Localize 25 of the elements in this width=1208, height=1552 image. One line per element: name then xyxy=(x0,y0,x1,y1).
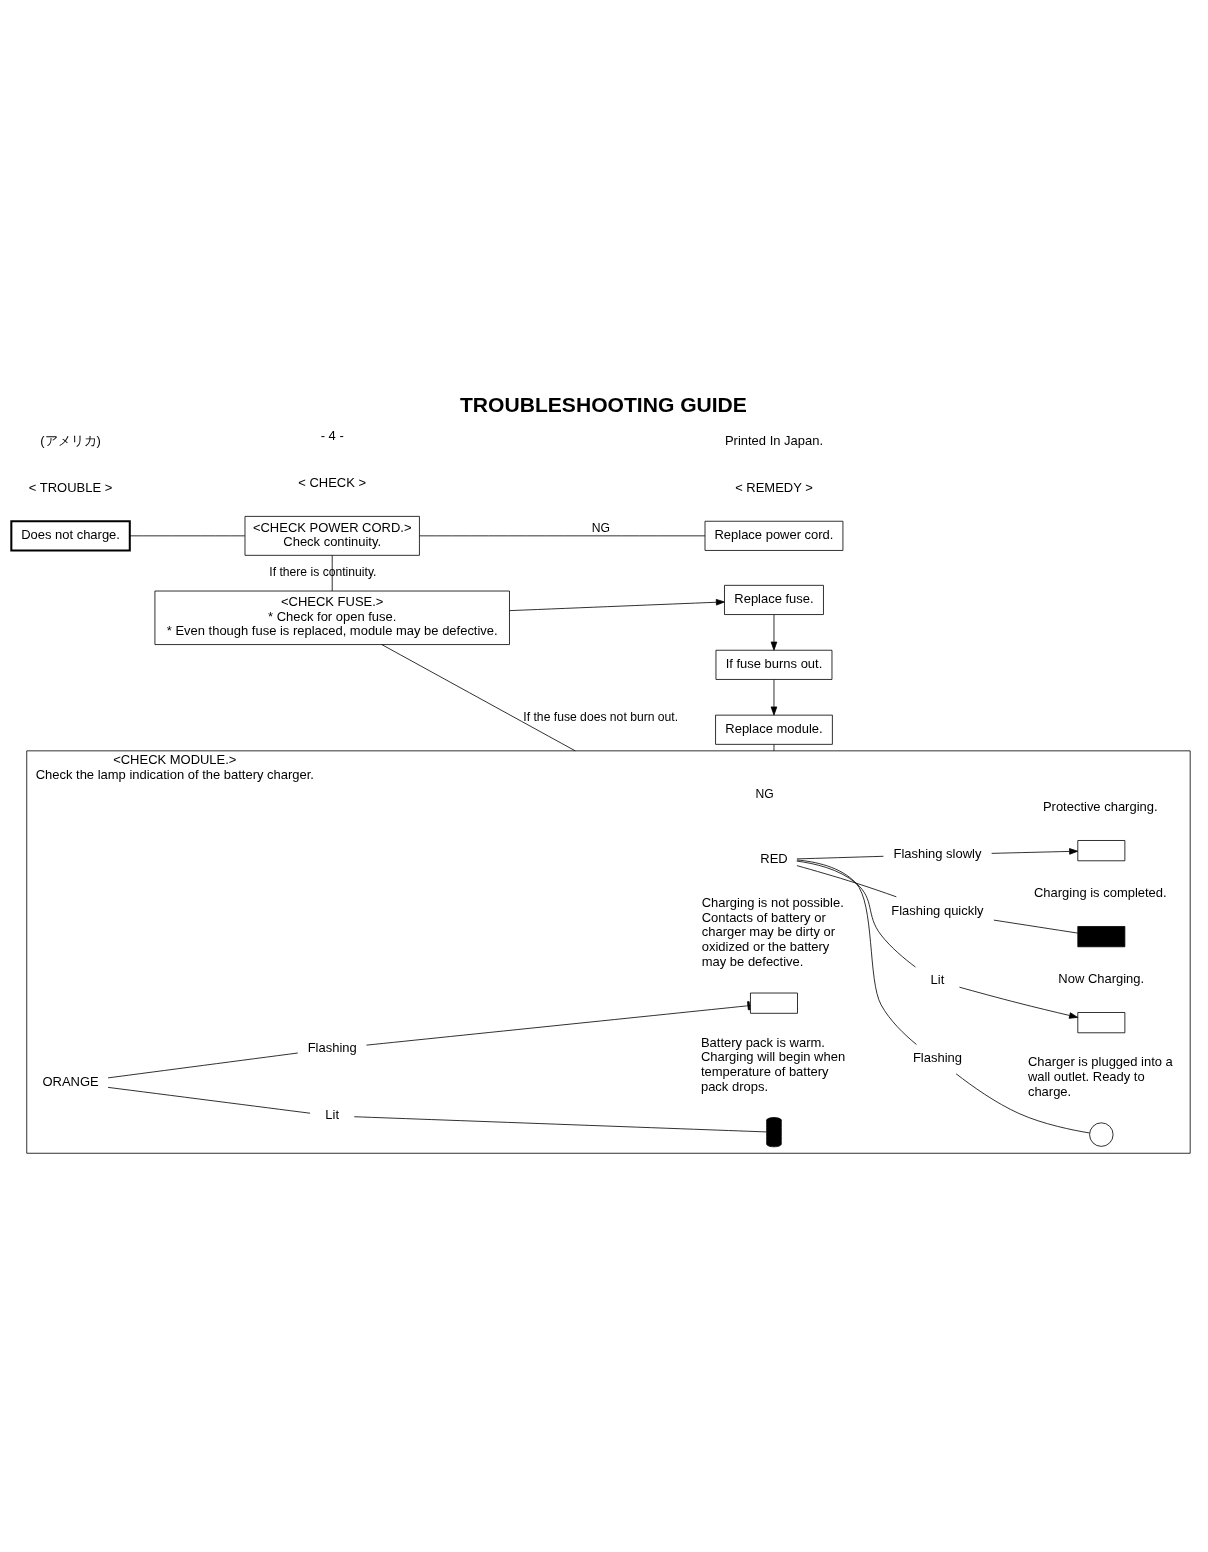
label: < TROUBLE > xyxy=(28,479,113,495)
node-text: Flashing xyxy=(307,1039,357,1055)
edge-label: NG xyxy=(591,520,610,535)
node-text: Flashing quickly xyxy=(891,902,984,918)
node-text: ORANGE xyxy=(42,1073,99,1089)
node-text: Flashing slowly xyxy=(893,845,982,861)
label: Printed In Japan. xyxy=(724,432,823,448)
label: (アメリカ) xyxy=(40,432,101,448)
diagram-title: TROUBLESHOOTING GUIDE xyxy=(459,392,747,416)
node-text: RED xyxy=(760,850,788,866)
node-label: Charging is completed. xyxy=(1034,884,1167,900)
label: - 4 - xyxy=(320,427,344,443)
node-text: Flashing xyxy=(912,1050,962,1066)
node-text: Lit xyxy=(930,972,945,988)
node-label: Protective charging. xyxy=(1042,798,1158,814)
label: < CHECK > xyxy=(298,475,367,491)
edge-label: If the fuse does not burn out. xyxy=(523,709,679,724)
node-label: Charging is not possible. Contacts of battery or charger may be dirty or oxidized or the battery may be defective. xyxy=(701,895,844,969)
edge-label: NG xyxy=(755,786,774,801)
label: < REMEDY > xyxy=(735,479,813,495)
edge-label: If there is continuity. xyxy=(269,565,377,580)
node-text: Lit xyxy=(325,1107,340,1123)
node-label: Battery pack is warm. Charging will begin when temperature of battery pack drops. xyxy=(700,1034,846,1094)
node-label: Now Charging. xyxy=(1058,970,1145,986)
node-label: Charger is plugged into a wall outlet. Ready to charge. xyxy=(1027,1054,1173,1099)
